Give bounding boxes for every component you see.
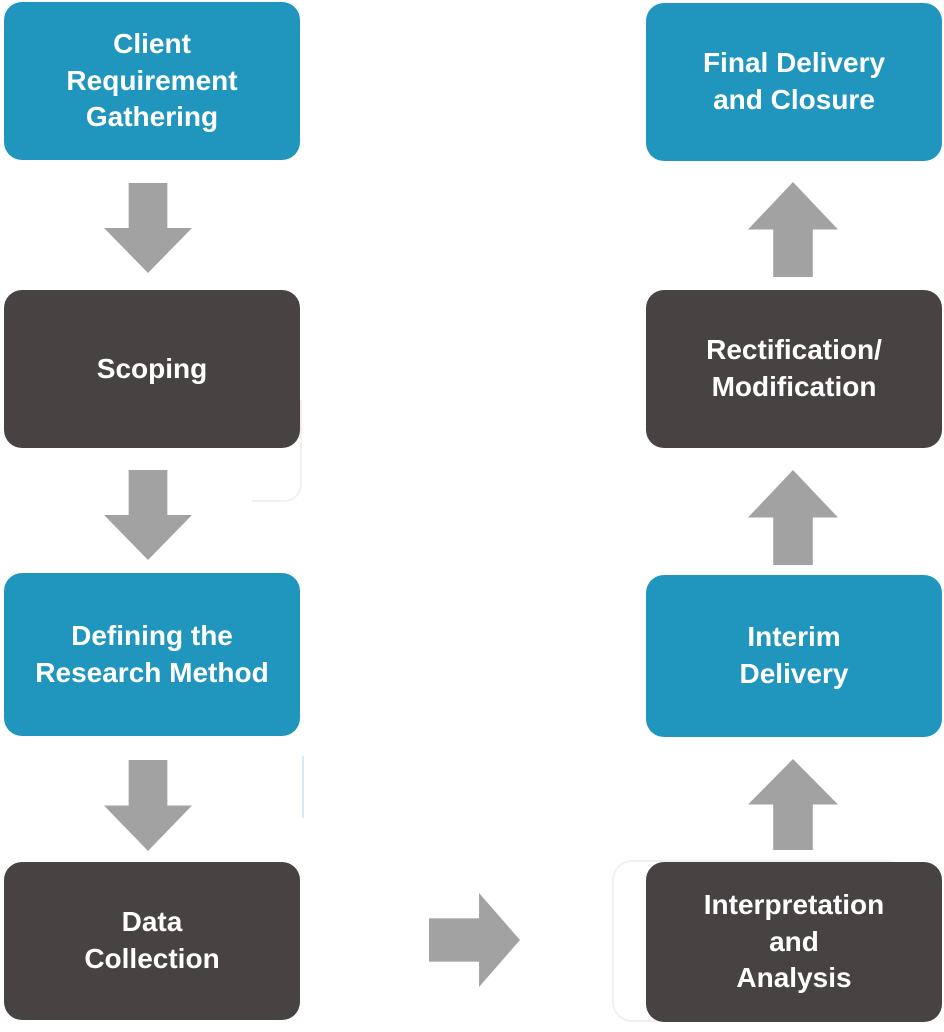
node-label: Rectification/ Modification [706, 334, 882, 402]
arrow-up-icon [748, 470, 838, 565]
node-client-requirement-gathering: Client Requirement Gathering [4, 2, 300, 160]
node-interim-delivery: Interim Delivery [646, 575, 942, 737]
arrow-down-icon [104, 470, 192, 560]
ghost-box-outline-artifact [252, 400, 302, 502]
node-data-collection: Data Collection [4, 862, 300, 1020]
arrow-up-icon [748, 182, 838, 277]
arrow-up-icon [748, 759, 838, 850]
arrow-down-icon [104, 183, 192, 273]
node-label: Scoping [96, 352, 208, 384]
node-label: Defining the Research Method [35, 619, 269, 688]
arrow-down-icon [104, 760, 192, 851]
node-interpretation-analysis: Interpretation and Analysis [646, 862, 942, 1022]
node-label: Interim Delivery [739, 621, 849, 689]
node-defining-research-method: Defining the Research Method [4, 573, 300, 736]
node-label: Client Requirement Gathering [66, 27, 238, 133]
node-rectification-modification: Rectification/ Modification [646, 290, 942, 448]
node-label: Interpretation and Analysis [703, 888, 885, 994]
arrow-right-icon [429, 893, 520, 987]
node-label: Data Collection [84, 906, 220, 974]
ghost-edge-artifact [302, 756, 304, 818]
node-final-delivery-closure: Final Delivery and Closure [646, 3, 942, 161]
node-label: Final Delivery and Closure [702, 47, 886, 115]
node-scoping: Scoping [4, 290, 300, 448]
